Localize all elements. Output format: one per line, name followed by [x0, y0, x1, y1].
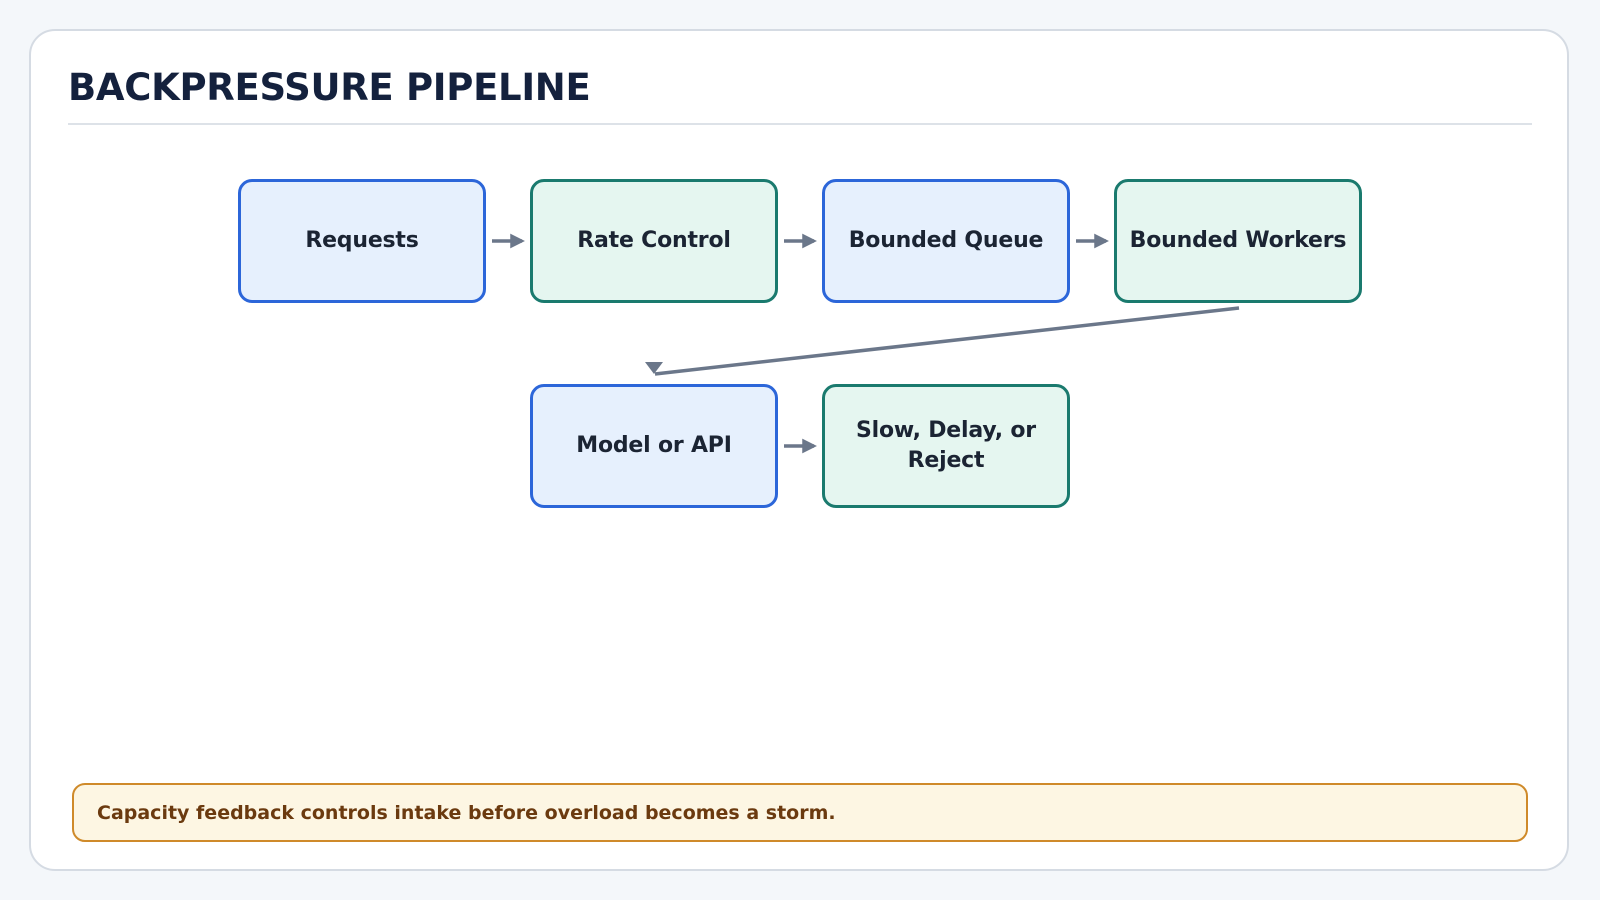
node-requests: Requests — [238, 179, 486, 303]
node-rate-control: Rate Control — [530, 179, 778, 303]
page-title: BACKPRESSURE PIPELINE — [68, 66, 591, 109]
node-bounded-queue: Bounded Queue — [822, 179, 1070, 303]
node-bounded-workers: Bounded Workers — [1114, 179, 1362, 303]
summary-callout: Capacity feedback controls intake before… — [72, 783, 1528, 842]
diagram-card — [29, 29, 1569, 871]
node-model-or-api: Model or API — [530, 384, 778, 508]
summary-callout-text: Capacity feedback controls intake before… — [97, 801, 836, 824]
node-slow-delay-reject: Slow, Delay, or Reject — [822, 384, 1070, 508]
title-divider — [68, 123, 1532, 125]
